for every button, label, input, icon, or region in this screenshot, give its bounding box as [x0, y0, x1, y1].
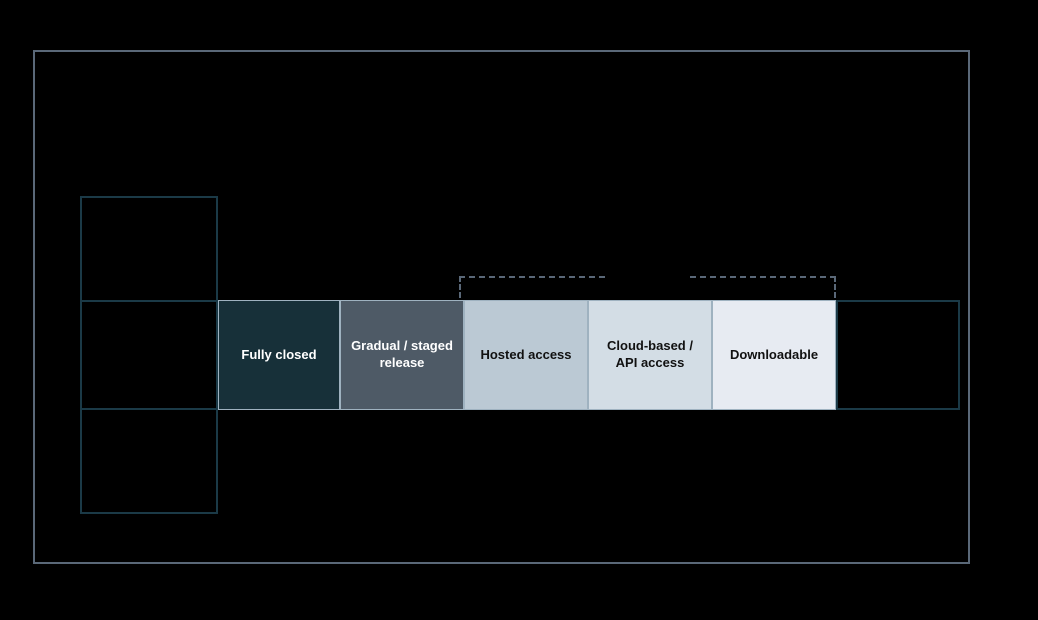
spectrum-band[interactable]: Fully closed	[218, 300, 340, 410]
spectrum-band-label: Downloadable	[729, 346, 819, 362]
spectrum-band-label: Cloud-based / API access	[607, 338, 693, 370]
spectrum-band[interactable]: Cloud-based / API access	[588, 300, 712, 410]
row-label-box-1	[80, 300, 218, 410]
bracket-tick-1	[834, 276, 836, 298]
row-label-box-2	[80, 408, 218, 514]
bracket-annotation-1	[690, 276, 836, 300]
bracket-tick-0	[459, 276, 461, 298]
spectrum-band[interactable]: Gradual / staged release	[340, 300, 464, 410]
bracket-line-0	[459, 276, 605, 278]
spectrum-band[interactable]: Downloadable	[712, 300, 836, 410]
bracket-line-1	[690, 276, 836, 278]
bracket-annotation-0	[459, 276, 605, 300]
spectrum-band-label: Hosted access	[480, 346, 572, 362]
spectrum-band-empty[interactable]	[836, 300, 960, 410]
spectrum-band[interactable]: Hosted access	[464, 300, 588, 410]
row-label-box-0	[80, 196, 218, 302]
openness-spectrum-row: Fully closed Gradual / staged release Host…	[218, 300, 960, 410]
spectrum-band-label: Fully closed	[241, 346, 317, 362]
spectrum-band-label: Gradual / staged release	[351, 338, 453, 370]
